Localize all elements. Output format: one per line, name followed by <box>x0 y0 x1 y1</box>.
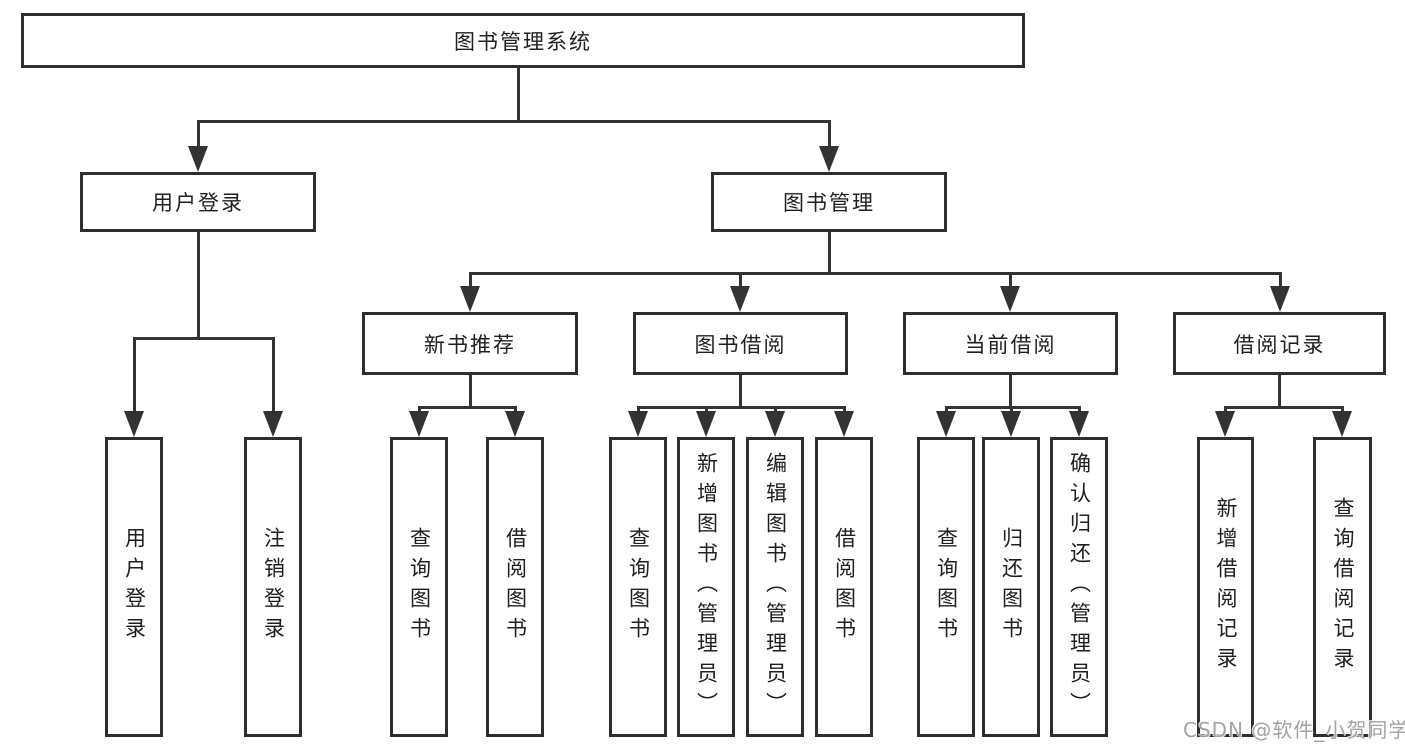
connector-line <box>828 120 831 148</box>
arrow-down-icon <box>263 411 283 437</box>
connector-line <box>637 406 846 409</box>
leaf-borrow-books: 借阅图书 <box>815 437 873 737</box>
connector-line <box>945 406 948 414</box>
leaf-query-books-current: 查询图书 <box>917 437 975 737</box>
arrow-down-icon <box>1000 286 1020 312</box>
arrow-down-icon <box>936 411 956 437</box>
leaf-return-books: 归还图书 <box>982 437 1040 737</box>
arrow-down-icon <box>188 146 208 172</box>
arrow-down-icon <box>505 411 525 437</box>
arrow-down-icon <box>730 286 750 312</box>
connector-line <box>418 406 517 409</box>
connector-line <box>1279 272 1282 288</box>
connector-line <box>1009 272 1012 288</box>
arrow-down-icon <box>1001 411 1021 437</box>
connector-line <box>739 272 742 288</box>
connector-line <box>514 406 517 414</box>
arrow-down-icon <box>696 411 716 437</box>
leaf-query-books-rec: 查询图书 <box>390 437 448 737</box>
node-new-book-recommendation: 新书推荐 <box>362 312 578 375</box>
node-root: 图书管理系统 <box>21 13 1025 68</box>
node-book-management: 图书管理 <box>711 172 947 232</box>
leaf-add-books-admin: 新增图书（管理员） <box>677 437 735 737</box>
connector-line <box>133 337 274 340</box>
connector-line <box>1009 375 1012 409</box>
connector-line <box>272 337 275 413</box>
leaf-user-login: 用户登录 <box>105 437 163 737</box>
arrow-down-icon <box>1215 411 1235 437</box>
arrow-down-icon <box>628 411 648 437</box>
connector-line <box>197 120 200 148</box>
connector-line <box>739 375 742 409</box>
node-book-borrowing: 图书借阅 <box>633 312 848 375</box>
leaf-add-borrow-record: 新增借阅记录 <box>1197 437 1254 737</box>
node-user-login: 用户登录 <box>80 172 316 232</box>
leaf-logout: 注销登录 <box>244 437 302 737</box>
leaf-confirm-return-admin: 确认归还（管理员） <box>1050 437 1108 737</box>
connector-line <box>945 406 1081 409</box>
connector-line <box>828 232 831 275</box>
leaf-borrow-books-rec: 借阅图书 <box>486 437 544 737</box>
arrow-down-icon <box>460 286 480 312</box>
connector-line <box>637 406 640 414</box>
node-borrowing-records: 借阅记录 <box>1173 312 1386 375</box>
connector-line <box>1278 375 1281 409</box>
connector-line <box>469 272 472 288</box>
csdn-watermark: CSDN @软件_小贺同学 <box>1183 718 1405 742</box>
arrow-down-icon <box>124 411 144 437</box>
leaf-query-borrow-record: 查询借阅记录 <box>1313 437 1372 737</box>
connector-line <box>197 120 831 123</box>
connector-line <box>469 272 1281 275</box>
connector-line <box>517 68 520 120</box>
connector-line <box>1010 406 1013 414</box>
leaf-edit-books-admin: 编辑图书（管理员） <box>746 437 804 737</box>
arrow-down-icon <box>1270 286 1290 312</box>
arrow-down-icon <box>409 411 429 437</box>
connector-line <box>705 406 708 414</box>
connector-line <box>1078 406 1081 414</box>
arrow-down-icon <box>1332 411 1352 437</box>
node-current-borrowing: 当前借阅 <box>903 312 1118 375</box>
leaf-query-books-borrow: 查询图书 <box>609 437 667 737</box>
connector-line <box>1224 406 1344 409</box>
connector-line <box>1224 406 1227 414</box>
connector-line <box>197 232 200 337</box>
connector-line <box>418 406 421 414</box>
arrow-down-icon <box>765 411 785 437</box>
arrow-down-icon <box>819 146 839 172</box>
connector-line <box>774 406 777 414</box>
connector-line <box>469 375 472 409</box>
arrow-down-icon <box>834 411 854 437</box>
connector-line <box>1341 406 1344 414</box>
arrow-down-icon <box>1069 411 1089 437</box>
connector-line <box>843 406 846 414</box>
connector-line <box>133 337 136 413</box>
